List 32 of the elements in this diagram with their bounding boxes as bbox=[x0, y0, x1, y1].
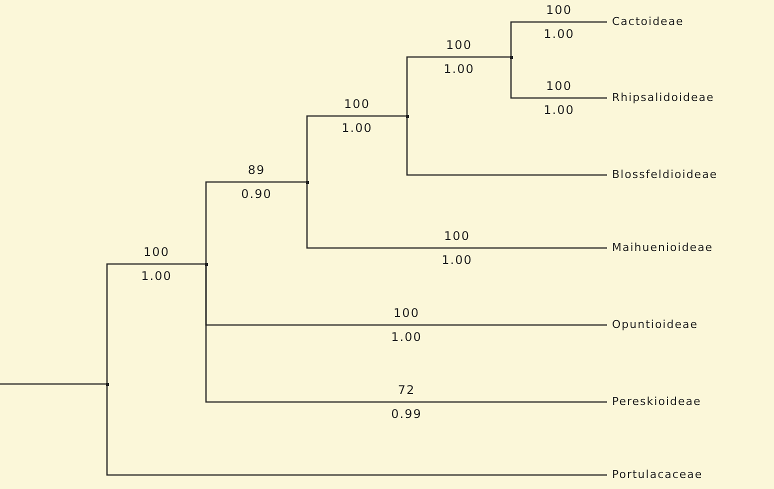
taxon-label: Opuntioideae bbox=[612, 318, 698, 332]
branch-point bbox=[306, 181, 309, 184]
support-value: 100 1.00 bbox=[440, 228, 474, 269]
tree-branch bbox=[406, 56, 511, 116]
taxon-label: Pereskioideae bbox=[612, 395, 702, 409]
support-value: 100 1.00 bbox=[140, 244, 173, 285]
branch-point bbox=[406, 115, 409, 118]
support-value: 100 1.00 bbox=[542, 2, 576, 43]
branch-point bbox=[510, 56, 513, 59]
tree-branch bbox=[306, 115, 407, 182]
taxon-label: Portulacaceae bbox=[612, 468, 703, 482]
tree-branch bbox=[205, 181, 307, 264]
branch-point bbox=[205, 263, 208, 266]
support-value: 100 1.00 bbox=[442, 37, 476, 78]
tree-branch bbox=[0, 383, 107, 385]
support-value: 100 1.00 bbox=[390, 305, 423, 346]
branch-point bbox=[106, 383, 109, 386]
tree-branch bbox=[510, 21, 607, 57]
taxon-label: Cactoideae bbox=[612, 15, 684, 29]
tree-branch bbox=[205, 264, 607, 403]
support-value: 72 0.99 bbox=[390, 382, 423, 423]
tree-branch bbox=[306, 182, 607, 249]
taxon-label: Maihuenioideae bbox=[612, 241, 714, 255]
tree-branch bbox=[510, 57, 607, 99]
tree-branch bbox=[106, 263, 206, 384]
tree-branch bbox=[106, 384, 607, 476]
support-value: 100 1.00 bbox=[340, 96, 374, 137]
taxon-label: Rhipsalidoideae bbox=[612, 91, 714, 105]
support-value: 89 0.90 bbox=[240, 162, 273, 203]
support-value: 100 1.00 bbox=[542, 78, 576, 119]
taxon-label: Blossfeldioideae bbox=[612, 168, 718, 182]
tree-branch bbox=[406, 116, 607, 176]
